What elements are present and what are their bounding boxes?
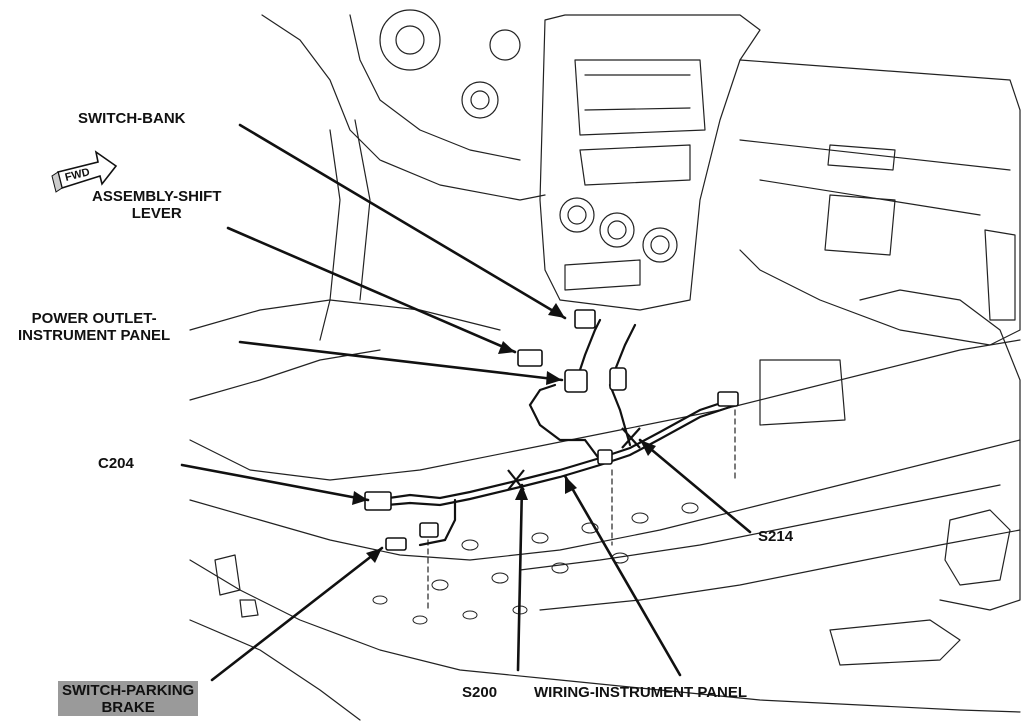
- leader-lines: [180, 123, 752, 682]
- s214-text: S214: [758, 528, 794, 545]
- leader-shift-lever: [226, 226, 517, 354]
- switch-bank-text: SWITCH-BANK: [78, 110, 186, 127]
- s200-text: S200: [462, 684, 498, 701]
- parking-brake-line-1: SWITCH-PARKING: [62, 682, 195, 699]
- label-switch-parking-brake: SWITCH-PARKING BRAKE: [58, 681, 199, 716]
- label-wiring-instrument-panel: WIRING-INSTRUMENT PANEL: [534, 684, 747, 701]
- c204-text: C204: [98, 455, 134, 472]
- leader-s214: [638, 438, 752, 534]
- wiring-harness: [373, 318, 732, 547]
- leader-power-outlet: [238, 340, 564, 382]
- power-outlet-line-2: INSTRUMENT PANEL: [18, 327, 171, 344]
- leader-wiring-ip: [563, 474, 682, 677]
- label-c204: C204: [98, 455, 134, 472]
- power-outlet-line-1: POWER OUTLET-: [31, 310, 157, 327]
- label-power-outlet: POWER OUTLET- INSTRUMENT PANEL: [18, 310, 170, 344]
- fwd-label: FWD: [64, 166, 91, 184]
- leader-switch-bank: [238, 123, 567, 320]
- label-assembly-shift-lever: ASSEMBLY-SHIFT LEVER: [92, 188, 221, 222]
- leader-parking-brake: [210, 546, 384, 682]
- instrument-panel-outline: [261, 9, 1021, 346]
- floor-holes: [372, 502, 699, 625]
- fwd-arrow-icon: FWD: [51, 150, 118, 193]
- shift-lever-line-1: ASSEMBLY-SHIFT: [92, 188, 222, 205]
- label-switch-bank: SWITCH-BANK: [78, 110, 185, 127]
- leader-c204: [180, 463, 370, 502]
- leader-s200: [516, 483, 524, 672]
- wiring-ip-text: WIRING-INSTRUMENT PANEL: [534, 684, 748, 701]
- parking-brake-line-2: BRAKE: [101, 699, 155, 716]
- connectors: [364, 309, 739, 551]
- label-s214: S214: [758, 528, 793, 545]
- shift-lever-line-2: LEVER: [131, 205, 182, 222]
- leader-arrowheads: [352, 303, 656, 563]
- label-s200: S200: [462, 684, 497, 701]
- floor-pan-outline: [189, 289, 1021, 721]
- mounting-dashes: [427, 409, 736, 611]
